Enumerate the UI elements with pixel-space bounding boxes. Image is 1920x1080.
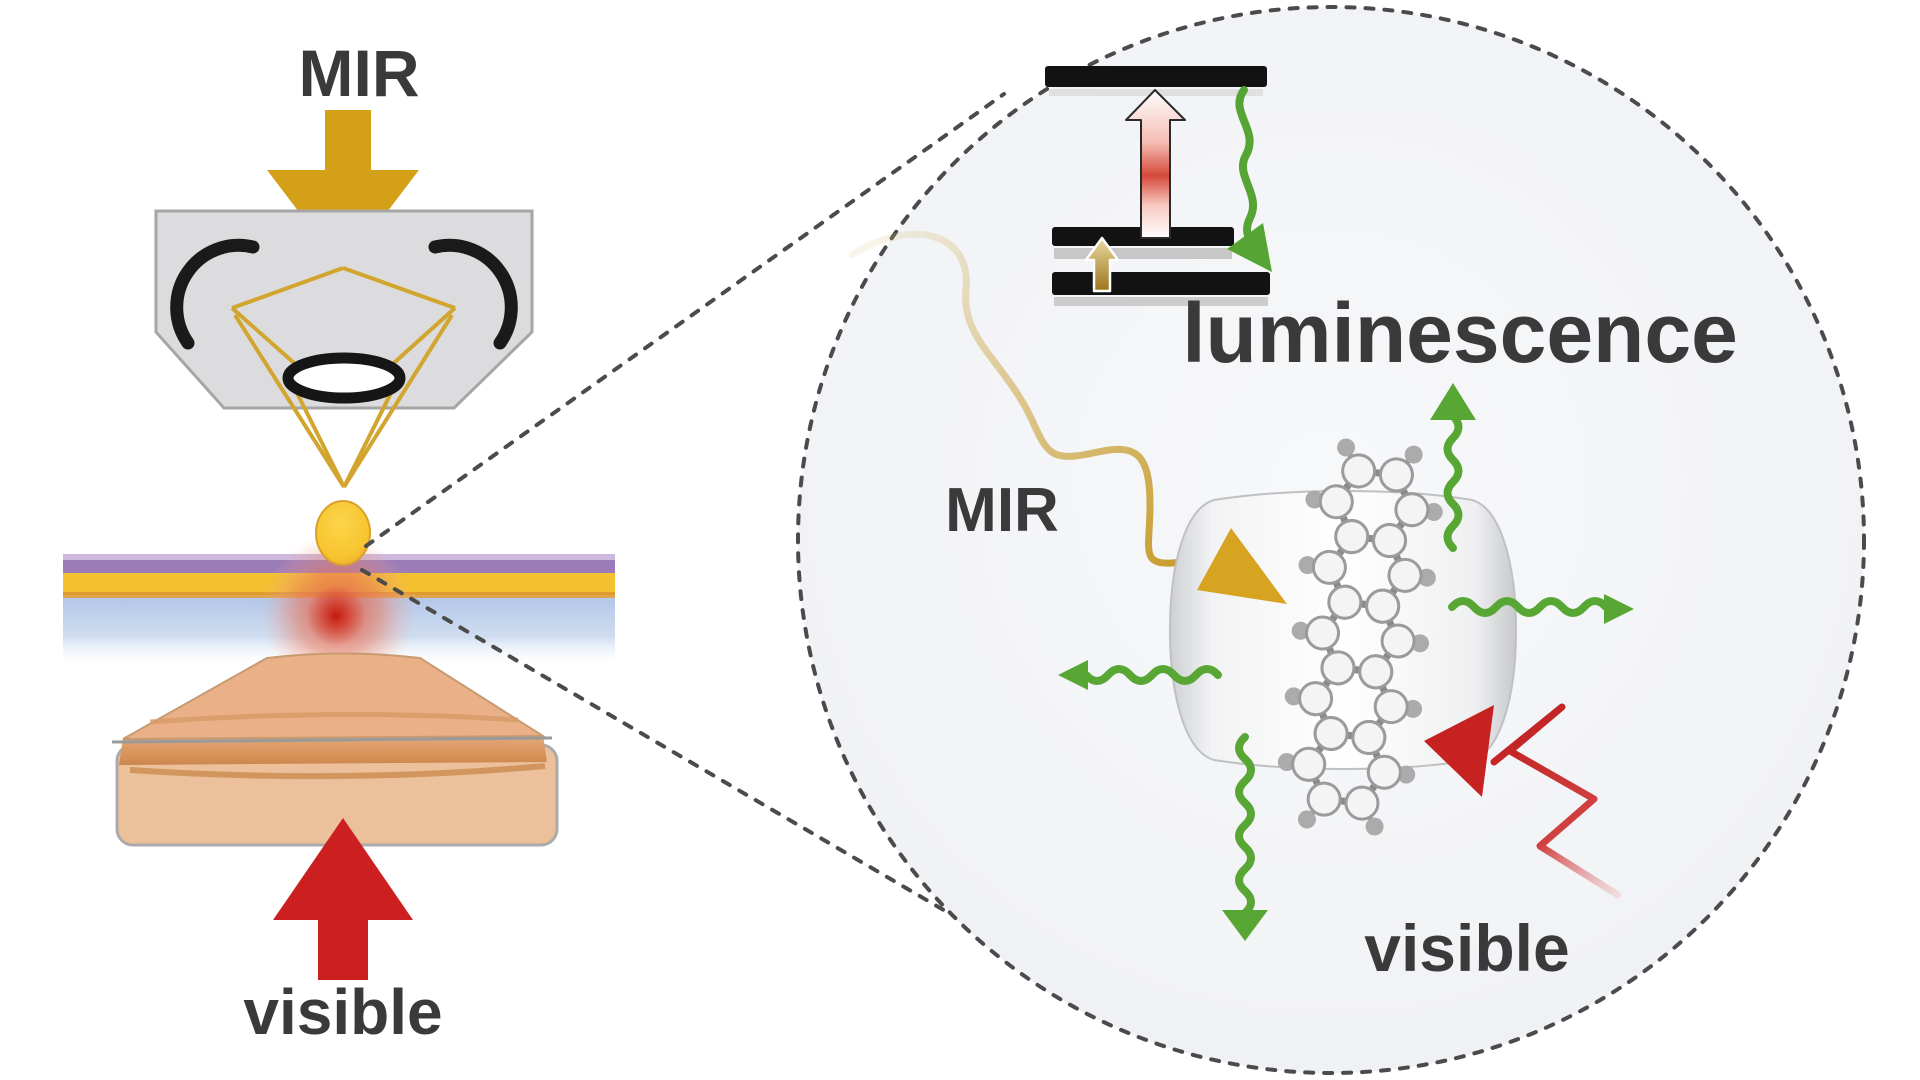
zoom-connector-lines [360, 92, 1006, 914]
photothermal-glow-core [306, 586, 366, 646]
visible-photon-arrowhead-icon [1424, 705, 1494, 797]
organic-molecule [1277, 438, 1443, 836]
luminescence-wavy-arrows [1082, 412, 1610, 917]
collection-lens [111, 652, 559, 847]
luminescence-arrow-left-icon [1082, 665, 1222, 685]
emission-decay-arrowhead-icon [1227, 223, 1272, 272]
luminescence-arrow-up-icon [1443, 412, 1463, 552]
lens-middle-band [119, 735, 547, 765]
luminescence-arrow-down-icon [1235, 733, 1255, 917]
mir-beam-rays [230, 266, 457, 489]
mir-label-inset: MIR [945, 476, 1059, 545]
mir-incident-arrow-icon [267, 110, 419, 270]
visible-photon-zigzag-icon [1490, 703, 1622, 899]
mir-label-left: MIR [299, 36, 420, 110]
visible-probe-arrow-icon [273, 818, 413, 980]
visible-excitation-arrow-icon [1125, 89, 1186, 239]
luminescence-arrowheads [1058, 383, 1634, 941]
excited-state-bar [1045, 66, 1267, 87]
mir-photon-wave-icon [848, 230, 1212, 567]
objective-mirror-left-icon [170, 238, 260, 350]
cassegrain-objective [154, 209, 534, 410]
visible-label-inset: visible [1364, 911, 1569, 985]
mir-excitation-arrow-icon [1084, 236, 1120, 293]
zoom-inset-content: luminescence MIR visible [848, 66, 1738, 985]
objective-secondary-mirror-icon [282, 352, 406, 404]
gold-nanoparticle [315, 500, 371, 566]
visible-label-left: visible [243, 976, 442, 1048]
luminescence-label: luminescence [1182, 286, 1738, 380]
microscope-panel: MIR [63, 36, 615, 1048]
emission-decay-wavy-arrow-icon [1235, 86, 1258, 250]
objective-mirror-right-icon [428, 238, 518, 350]
energy-level-diagram [1045, 66, 1272, 306]
luminescence-arrow-right-icon [1448, 597, 1610, 617]
mir-photon-arrowhead-icon [1197, 528, 1287, 604]
